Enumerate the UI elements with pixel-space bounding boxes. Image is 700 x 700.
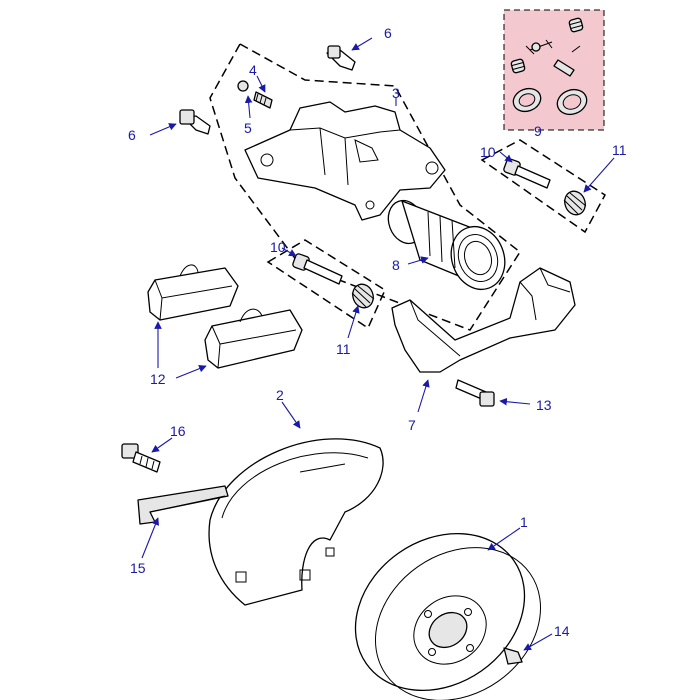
callout-2: 2 bbox=[276, 387, 284, 403]
guide-pin-lower bbox=[292, 253, 343, 285]
callout-10-lower: 10 bbox=[270, 239, 286, 255]
piston-and-boot bbox=[387, 199, 506, 291]
caliper-group-boundary bbox=[209, 42, 521, 331]
bolt-6-upper bbox=[326, 45, 356, 71]
callout-6-upper: 6 bbox=[384, 25, 392, 41]
callout-labels: 1 2 3 4 5 6 6 7 8 9 10 10 11 11 12 13 14… bbox=[128, 25, 627, 639]
callout-1: 1 bbox=[520, 514, 528, 530]
caliper-body bbox=[244, 101, 446, 221]
callout-14: 14 bbox=[554, 623, 570, 639]
disc-screw bbox=[503, 647, 523, 665]
callout-4: 4 bbox=[249, 62, 257, 78]
callout-13: 13 bbox=[536, 397, 552, 413]
callout-9: 9 bbox=[534, 123, 542, 139]
guide-spring-upper bbox=[563, 190, 587, 216]
caliper-carrier bbox=[391, 267, 576, 373]
callout-7: 7 bbox=[408, 417, 416, 433]
leader-lines bbox=[141, 37, 615, 651]
callout-5: 5 bbox=[244, 120, 252, 136]
guide-pin-upper bbox=[503, 158, 551, 189]
callout-3: 3 bbox=[392, 85, 400, 101]
callout-15: 15 bbox=[130, 560, 146, 576]
bolt-16 bbox=[121, 443, 161, 473]
callout-8: 8 bbox=[392, 257, 400, 273]
guide-pin-group-upper bbox=[480, 139, 606, 234]
callout-11-upper: 11 bbox=[612, 142, 627, 158]
callout-6-left: 6 bbox=[128, 127, 136, 143]
brake-disc bbox=[354, 532, 542, 700]
callout-11-lower: 11 bbox=[336, 341, 351, 357]
mounting-bracket bbox=[137, 485, 229, 525]
callout-12: 12 bbox=[150, 371, 166, 387]
bleed-screw bbox=[237, 80, 273, 109]
guide-spring-lower bbox=[351, 283, 375, 309]
callout-10-upper: 10 bbox=[480, 144, 496, 160]
callout-16: 16 bbox=[170, 423, 186, 439]
bolt-6-left bbox=[179, 109, 211, 135]
brake-pad-upper bbox=[147, 264, 239, 321]
guide-pin-group-lower bbox=[266, 239, 386, 330]
brake-pad-lower bbox=[204, 308, 303, 369]
bolt-13 bbox=[455, 379, 495, 407]
seal-kit-parts bbox=[510, 17, 588, 116]
dust-shield bbox=[208, 438, 384, 606]
